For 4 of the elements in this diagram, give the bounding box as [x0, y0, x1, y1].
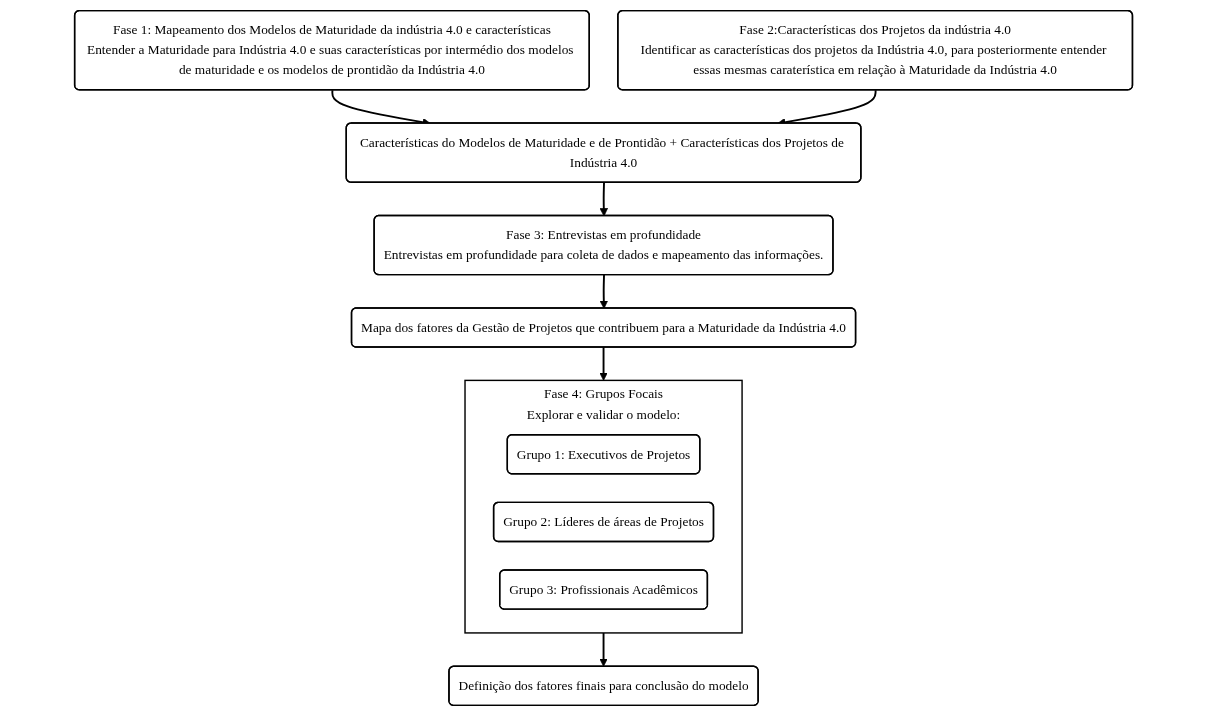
arrow: [599, 631, 608, 667]
arrow: [599, 345, 608, 381]
arrow: [599, 273, 608, 309]
arrow: [599, 181, 608, 216]
